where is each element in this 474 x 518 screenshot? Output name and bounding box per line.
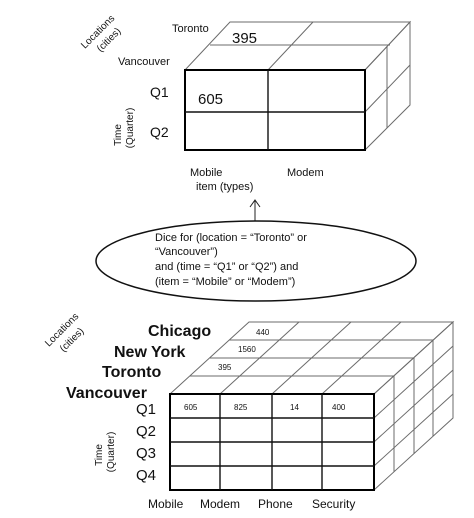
bottom-q1-value-modem: 825 — [234, 403, 248, 412]
top-quarter-q2: Q2 — [150, 124, 169, 140]
top-item-mobile: Mobile — [190, 167, 222, 179]
top-city-vancouver: Vancouver — [118, 56, 170, 68]
dice-text-line1: Dice for (location = “Toronto” or — [155, 232, 307, 244]
bottom-quarter-q4: Q4 — [136, 467, 156, 484]
bottom-city-chicago: Chicago — [148, 323, 211, 340]
bottom-city-newyork: New York — [114, 344, 186, 361]
bottom-time-axis-line1: Time — [94, 444, 105, 466]
top-cube: Locations (cities) Toronto Vancouver 395… — [79, 13, 412, 193]
dice-text-line4: (item = “Mobile” or “Modem”) — [155, 276, 295, 288]
bottom-cube-side-face — [373, 320, 454, 491]
bottom-item-phone: Phone — [258, 497, 293, 511]
bottom-item-security: Security — [312, 497, 355, 511]
bottom-cube-top-face — [168, 321, 455, 395]
top-value-toronto: 395 — [232, 30, 257, 47]
bottom-cube-front-grid — [170, 394, 374, 490]
dice-ellipse — [95, 220, 417, 302]
bottom-quarter-q1: Q1 — [136, 401, 156, 418]
bottom-time-axis-line2: (Quarter) — [106, 432, 117, 473]
dice-text-line2: “Vancouver”) — [155, 246, 218, 258]
bottom-city-vancouver: Vancouver — [66, 385, 147, 402]
bottom-item-modem: Modem — [200, 497, 240, 511]
bottom-q1-value-phone: 14 — [290, 403, 299, 412]
top-cube-side-face — [364, 20, 411, 151]
bottom-top-value-chicago: 440 — [256, 328, 270, 337]
dice-text-line3: and (time = “Q1” or “Q2”) and — [155, 261, 298, 273]
top-quarter-q1: Q1 — [150, 84, 169, 100]
top-cube-front-face — [184, 69, 366, 151]
top-item-modem: Modem — [287, 167, 324, 179]
bottom-top-value-newyork: 1560 — [238, 345, 256, 354]
bottom-q1-value-mobile: 605 — [184, 403, 198, 412]
top-city-toronto: Toronto — [172, 23, 209, 35]
dice-operation-box: Dice for (location = “Toronto” or “Vanco… — [95, 220, 417, 302]
bottom-q1-value-security: 400 — [332, 403, 346, 412]
bottom-cube: 440 1560 395 605 825 14 400 Locations (c… — [43, 311, 455, 511]
top-value-vancouver: 605 — [198, 91, 223, 108]
bottom-item-mobile: Mobile — [148, 497, 184, 511]
top-time-axis-line1: Time — [113, 124, 124, 146]
bottom-top-value-toronto: 395 — [218, 363, 232, 372]
top-cube-top-face — [183, 21, 412, 71]
top-cube-front-grid — [185, 70, 365, 150]
bottom-quarter-q3: Q3 — [136, 445, 156, 462]
top-time-axis-line2: (Quarter) — [125, 108, 136, 149]
top-item-caption: item (types) — [196, 181, 253, 193]
bottom-city-toronto: Toronto — [102, 364, 161, 381]
bottom-quarter-q2: Q2 — [136, 423, 156, 440]
